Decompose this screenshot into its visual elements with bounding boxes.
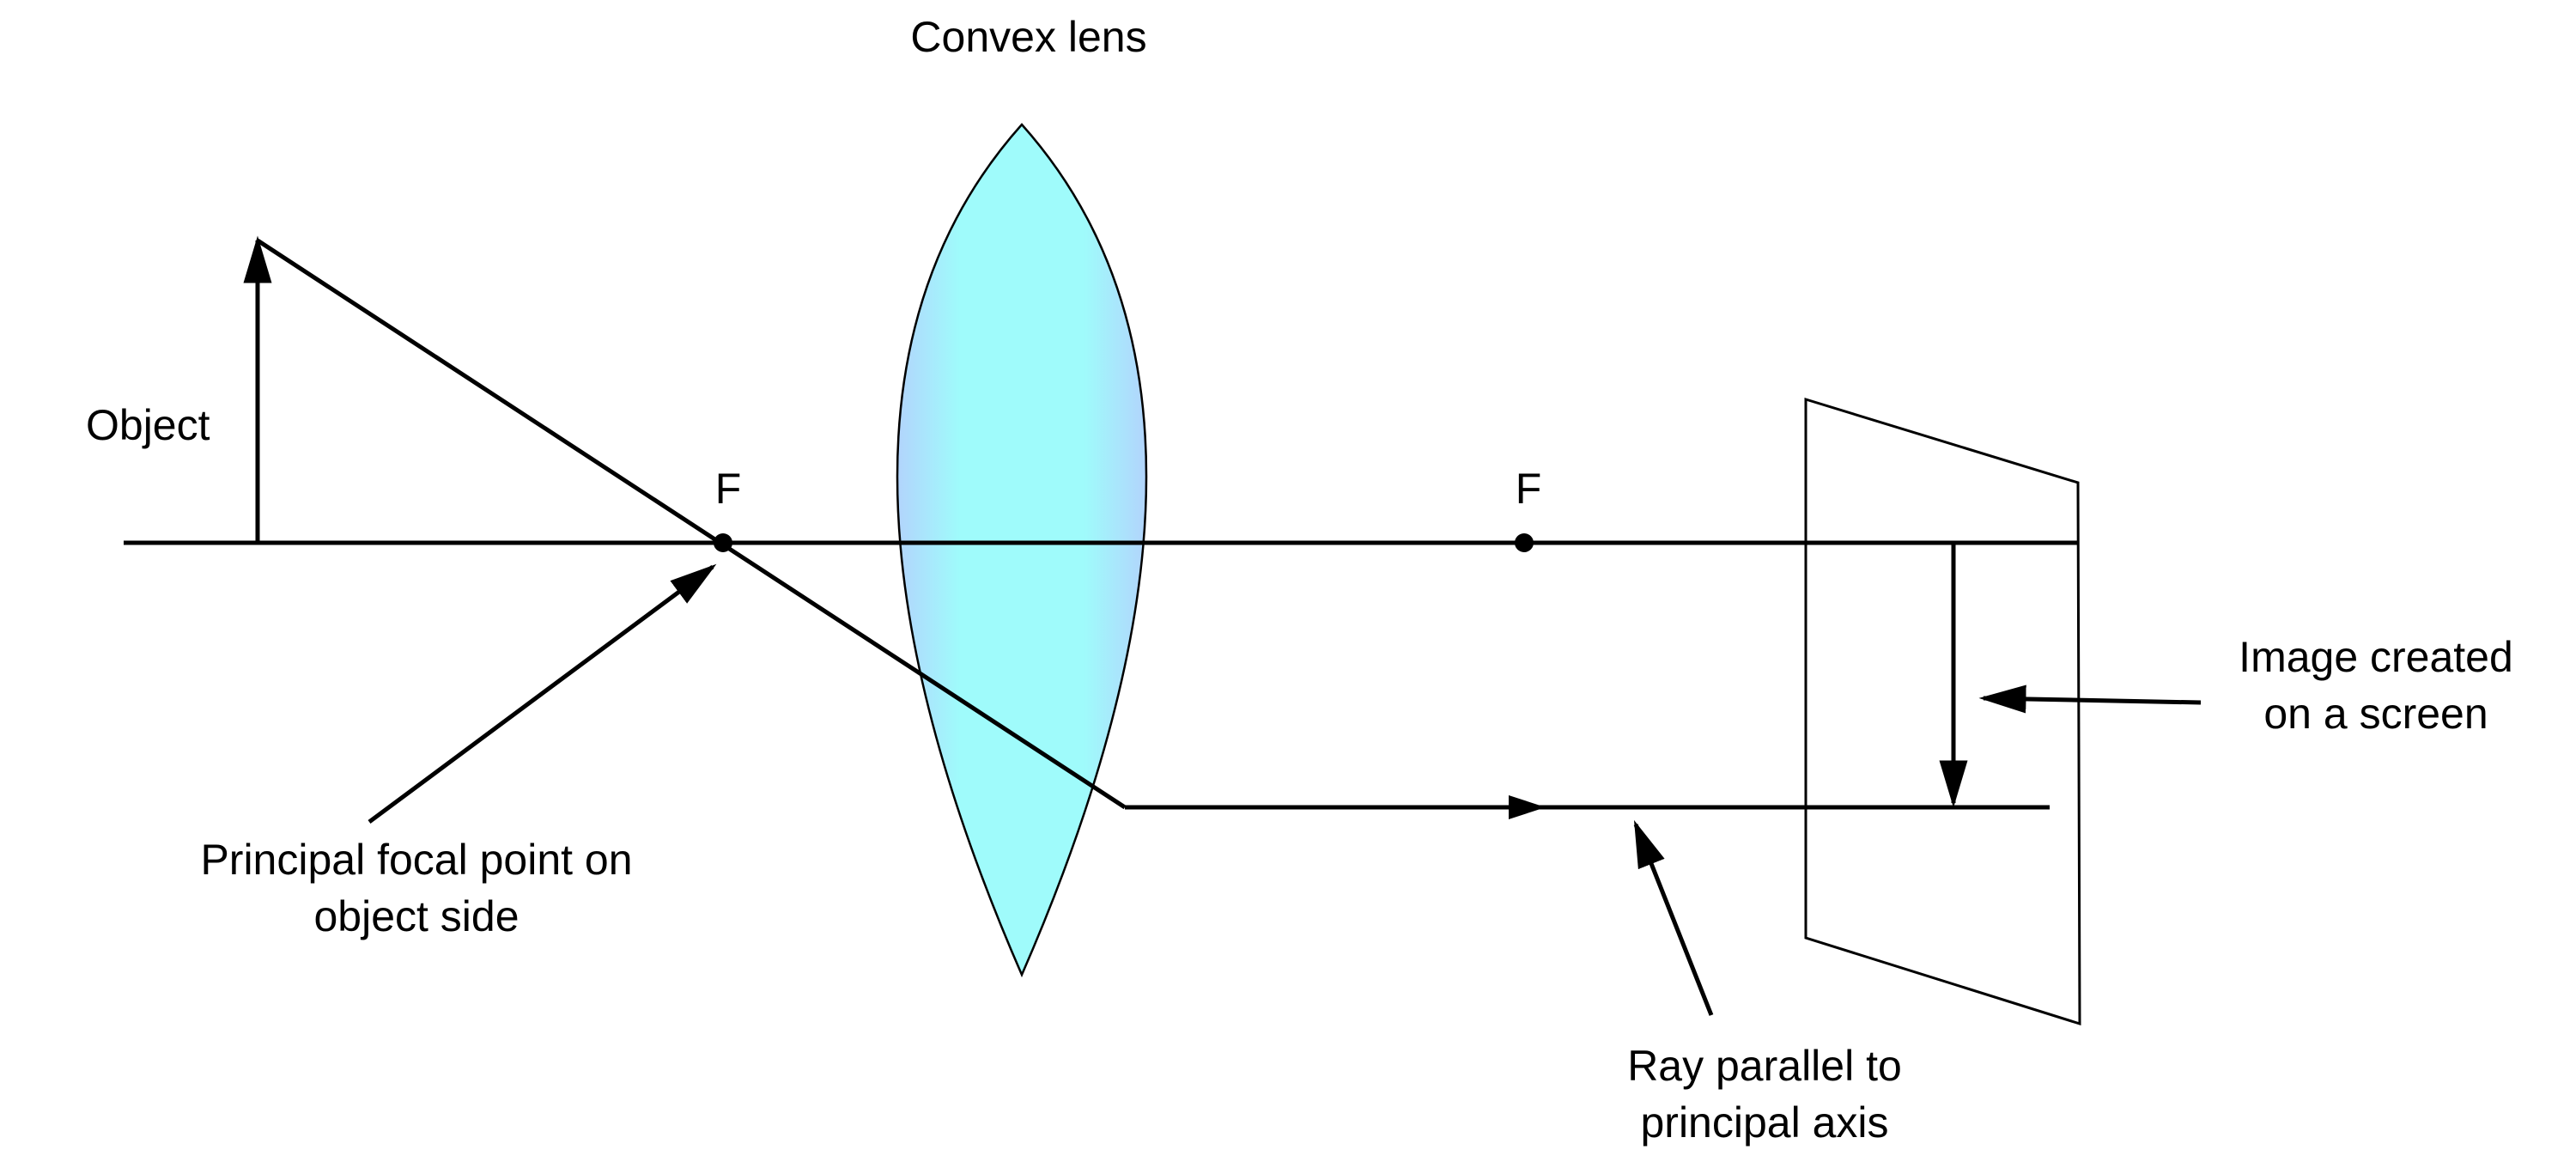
focal-label-left: F [715, 465, 742, 513]
principal-focal-label-line1: Principal focal point on [200, 836, 632, 884]
image-label-line2: on a screen [2263, 690, 2488, 738]
pointer-arrow-ray [1633, 819, 1714, 1016]
lens-title: Convex lens [910, 13, 1146, 61]
screen [1804, 397, 2081, 1026]
parallel-ray-arrowhead [1509, 795, 1546, 819]
convex-lens [896, 123, 1148, 978]
image-label-line1: Image created [2239, 633, 2513, 681]
ray-through-focal-point [256, 238, 1127, 810]
focal-point-left [714, 533, 732, 552]
principal-focal-label-line2: object side [313, 892, 519, 940]
ray-label-line1: Ray parallel to [1627, 1042, 1902, 1090]
object-label: Object [86, 401, 210, 449]
focal-label-right: F [1516, 465, 1542, 513]
ray-label-line2: principal axis [1640, 1098, 1888, 1147]
pointer-arrow-focal [368, 563, 717, 824]
focal-point-right [1515, 533, 1534, 552]
pointer-arrow-image [1978, 684, 2202, 714]
